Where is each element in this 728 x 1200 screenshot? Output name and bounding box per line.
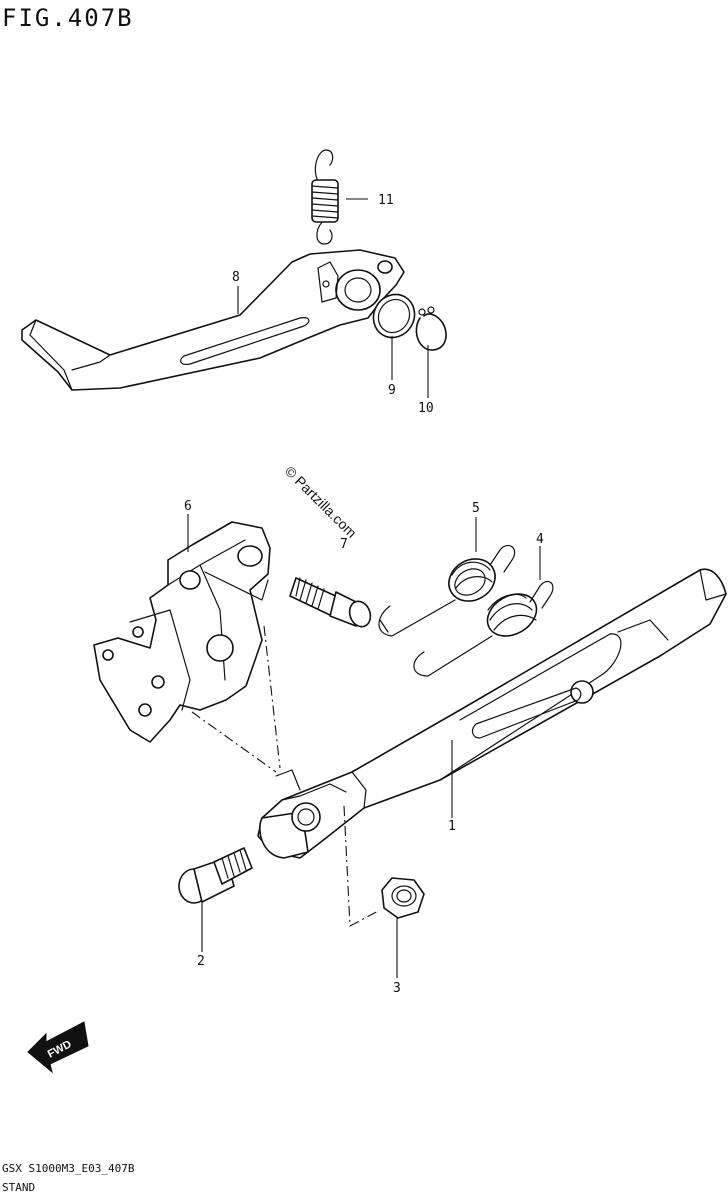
ref-number: 2 [197, 954, 205, 969]
ref-number: 5 [472, 501, 480, 516]
ref-number: 10 [418, 401, 434, 416]
circlip-10-drawing [415, 306, 447, 351]
bolt-2-drawing [178, 847, 253, 904]
ref-number: 9 [388, 383, 396, 398]
ref-number: 7 [340, 537, 348, 552]
spring-5-drawing [378, 545, 516, 637]
reference-numbers: 11 8 9 10 6 7 5 4 1 2 3 [184, 193, 544, 996]
bolt-7-drawing [289, 577, 372, 628]
assembly-center-lines [191, 625, 381, 927]
ref-number: 11 [378, 193, 394, 208]
lever-8-drawing [21, 249, 405, 391]
figure-title: FIG.407B [2, 4, 134, 32]
washer-9-drawing [372, 293, 416, 339]
ref-number: 1 [448, 819, 456, 834]
section-name: STAND [2, 1181, 36, 1194]
ref-number: 4 [536, 532, 544, 547]
ref-number: 3 [393, 981, 401, 996]
stand-1-drawing [257, 568, 727, 859]
spring-4-drawing [413, 581, 554, 677]
ref-number: 6 [184, 499, 192, 514]
watermark-text: © Partzilla.com [282, 463, 360, 541]
ref-number: 8 [232, 270, 240, 285]
nut-3-drawing [381, 877, 425, 919]
drawing-code: GSX S1000M3_E03_407B [2, 1162, 135, 1175]
fwd-arrow-icon: FWD [27, 1021, 89, 1074]
leader-lines [187, 198, 541, 978]
bracket-6-drawing [93, 521, 271, 743]
spring-11-drawing [311, 149, 339, 245]
